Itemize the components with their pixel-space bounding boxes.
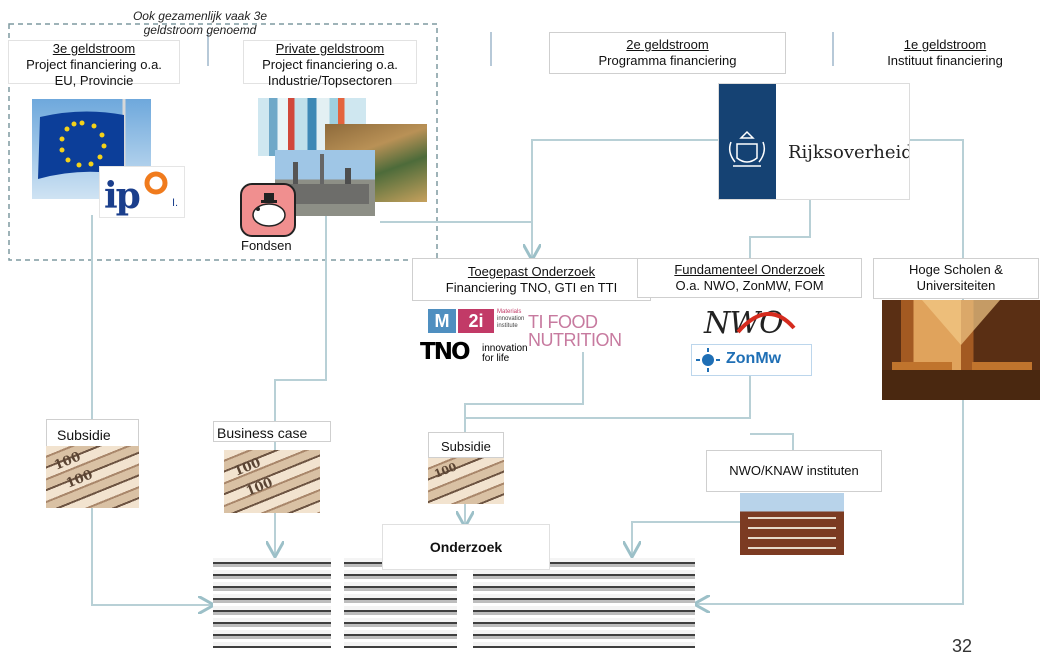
second-stream-line1: Programma financiering (598, 53, 737, 68)
m2i-small1: Materials (497, 309, 522, 315)
ipo-logo-text: ip (104, 175, 141, 217)
third-stream-line1: Project financiering o.a. (26, 57, 162, 72)
money-image-3: 100 (428, 458, 504, 504)
subsidie-label-2: Subsidie (428, 432, 504, 458)
universities-line1: Hoge Scholen & (909, 262, 1003, 277)
money-image-2: 100 100 (224, 450, 320, 513)
second-stream-title: 2e geldstroom (626, 37, 709, 52)
private-stream-box: Private geldstroom Project financiering … (243, 40, 417, 88)
institute-building-image (740, 493, 844, 555)
fundamental-research-title: Fundamenteel Onderzoek (674, 262, 825, 277)
first-stream-box: 1e geldstroom Instituut financiering (870, 34, 1020, 74)
page-number: 32 (952, 636, 973, 656)
research-files-image-1 (213, 558, 331, 648)
research-files-image-3 (473, 558, 586, 648)
m2i-small2: innovation (497, 316, 525, 322)
separator-3 (832, 32, 834, 66)
fundamental-research-line1: O.a. NWO, ZonMW, FOM (675, 278, 824, 293)
headnote: Ook gezamenlijk vaak 3e geldstroom genoe… (132, 9, 268, 37)
ipo-logo: ip I. (99, 166, 185, 218)
fondsen-label: Fondsen (241, 238, 292, 253)
money-text-1b: 100 (64, 467, 95, 492)
money-text-3: 100 (432, 460, 459, 481)
tno-tag2: for life (482, 353, 510, 364)
tifood-line1: TI FOOD (528, 312, 598, 332)
first-stream-title: 1e geldstroom (903, 37, 987, 52)
m2i-2i: 2i (458, 309, 494, 333)
applied-research-box: Toegepast Onderzoek Financiering TNO, GT… (412, 258, 651, 301)
second-stream-box: 2e geldstroom Programma financiering (549, 32, 786, 74)
rijksoverheid-emblem (719, 84, 776, 199)
tifood-logo: TI FOOD NUTRITION (528, 313, 640, 349)
first-stream-line1: Instituut financiering (887, 53, 1003, 68)
tno-logo: TNO innovation for life (420, 339, 536, 366)
piggy-bank-icon (240, 183, 296, 237)
onderzoek-label: Onderzoek (382, 524, 550, 570)
tno-tag1: innovation (482, 343, 528, 354)
zonmw-text: ZonMw (726, 350, 782, 367)
applied-research-title: Toegepast Onderzoek (467, 264, 596, 279)
subsidie-label-1: Subsidie (46, 419, 139, 447)
separator-1 (207, 32, 209, 66)
research-files-image-2 (344, 558, 457, 648)
money-text-1: 100 (52, 449, 83, 474)
third-stream-line2: EU, Provincie (54, 73, 134, 88)
factory-image (275, 150, 375, 216)
third-stream-title: 3e geldstroom (52, 41, 136, 56)
m2i-logo: M 2i Materials innovation institute (428, 309, 540, 335)
separator-2 (490, 32, 492, 66)
applied-research-line1: Financiering TNO, GTI en TTI (445, 280, 618, 295)
library-image (882, 300, 1040, 400)
research-files-image-4 (586, 558, 695, 648)
tno-text: TNO (420, 339, 470, 365)
universities-line2: Universiteiten (916, 278, 996, 293)
money-image-1: 100 100 (46, 446, 139, 508)
tifood-line2: NUTRITION (528, 330, 622, 350)
private-stream-title: Private geldstroom (275, 41, 385, 56)
m2i-m: M (428, 309, 456, 333)
fundamental-research-box: Fundamenteel Onderzoek O.a. NWO, ZonMW, … (637, 258, 862, 298)
nwo-knaw-institutes-box: NWO/KNAW instituten (706, 450, 882, 492)
private-stream-line1: Project financiering o.a. (262, 57, 398, 72)
nwo-logo: NWO (698, 298, 800, 346)
ipo-logo-tail: I. (172, 197, 179, 209)
private-stream-line2: Industrie/Topsectoren (267, 73, 393, 88)
universities-box: Hoge Scholen & Universiteiten (873, 258, 1039, 299)
zonmw-logo: ZonMw (691, 344, 812, 376)
money-text-2b: 100 (244, 475, 275, 500)
third-stream-box: 3e geldstroom Project financiering o.a. … (8, 40, 180, 88)
rijksoverheid-text: Rijksoverheid (788, 142, 910, 163)
dashed-group-box (8, 23, 438, 261)
business-case-label: Business case (213, 421, 331, 442)
m2i-small3: institute (497, 323, 518, 329)
rijksoverheid-logo: Rijksoverheid (718, 83, 910, 200)
money-text-2: 100 (232, 455, 263, 480)
